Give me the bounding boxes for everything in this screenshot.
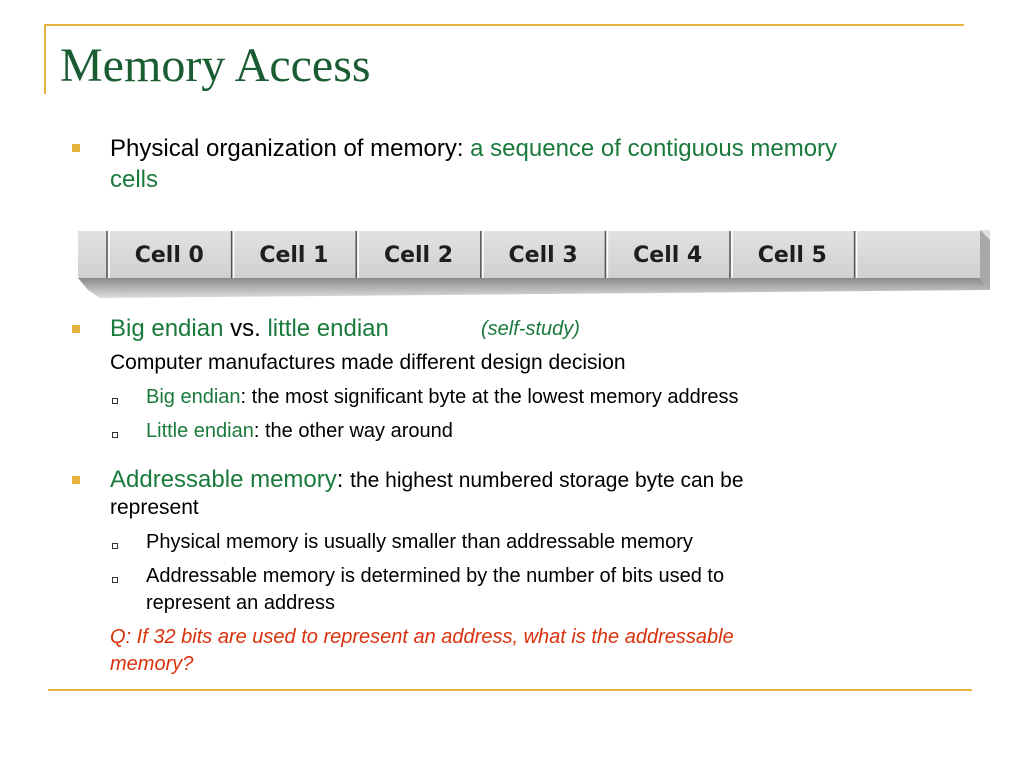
bullet-marker xyxy=(72,476,80,484)
memory-cell-label: Cell 1 xyxy=(259,243,328,268)
memory-strip-end-face xyxy=(980,230,990,290)
question-line2: memory? xyxy=(110,653,194,675)
little-endian-definition: Little endian: the other way around xyxy=(146,420,453,443)
bullet1-prefix: Physical organization of memory: xyxy=(110,135,471,162)
sub-bullet-marker xyxy=(112,577,118,583)
addressable-definition: the highest numbered storage byte can be xyxy=(350,469,744,492)
addressable-colon: : xyxy=(336,466,351,493)
addressable-determined-line1: Addressable memory is determined by the … xyxy=(146,565,725,587)
memory-strip-body xyxy=(78,230,990,278)
memory-cell-label: Cell 3 xyxy=(509,243,578,268)
memory-strip-bottom-face xyxy=(78,278,990,298)
bullet2-subtext: Computer manufactures made different des… xyxy=(110,351,626,374)
bullet1-line2: cells xyxy=(110,166,159,193)
bullet2-line: Big endian vs. little endian xyxy=(110,315,389,343)
question-line1: Q: If 32 bits are used to represent an a… xyxy=(110,626,734,648)
memory-cell-label: Cell 2 xyxy=(384,243,453,268)
bullet3-line1: Addressable memory: the highest numbered… xyxy=(110,466,744,494)
bullet-marker xyxy=(72,144,80,152)
sub-bullet-marker xyxy=(112,398,118,404)
bullet1-highlight: a sequence of contiguous memory xyxy=(470,135,838,162)
addressable-determined-line2: represent an address xyxy=(146,592,336,614)
slide-frame-left-line xyxy=(44,24,46,94)
little-endian-sub-text: : the other way around xyxy=(253,420,453,442)
vs-text: vs. xyxy=(223,315,268,342)
bullet1-line1: Physical organization of memory: a seque… xyxy=(110,135,837,163)
slide-frame-bottom-line xyxy=(48,689,972,691)
big-endian-term: Big endian xyxy=(110,315,224,342)
memory-cell-label: Cell 0 xyxy=(135,243,204,268)
slide-title: Memory Access xyxy=(60,39,371,92)
memory-cells-diagram: Cell 0 Cell 1 Cell 2 Cell 3 Cell 4 Cell 5 xyxy=(78,229,990,298)
big-endian-sub-term: Big endian xyxy=(146,386,241,408)
bullet-marker xyxy=(72,325,80,333)
slide-frame-top-line xyxy=(44,24,964,26)
big-endian-sub-text: : the most significant byte at the lowes… xyxy=(240,386,739,408)
self-study-note: (self-study) xyxy=(481,318,580,340)
little-endian-sub-term: Little endian xyxy=(146,420,254,442)
memory-cell-label: Cell 5 xyxy=(758,243,827,268)
sub-bullet-marker xyxy=(112,543,118,549)
bullet3-line2: represent xyxy=(110,496,199,519)
big-endian-definition: Big endian: the most significant byte at… xyxy=(146,386,739,409)
sub-bullet-marker xyxy=(112,432,118,438)
memory-cell-label: Cell 4 xyxy=(633,243,702,268)
addressable-memory-term: Addressable memory xyxy=(110,466,337,493)
physical-memory-note: Physical memory is usually smaller than … xyxy=(146,531,693,553)
little-endian-term: little endian xyxy=(267,315,389,342)
